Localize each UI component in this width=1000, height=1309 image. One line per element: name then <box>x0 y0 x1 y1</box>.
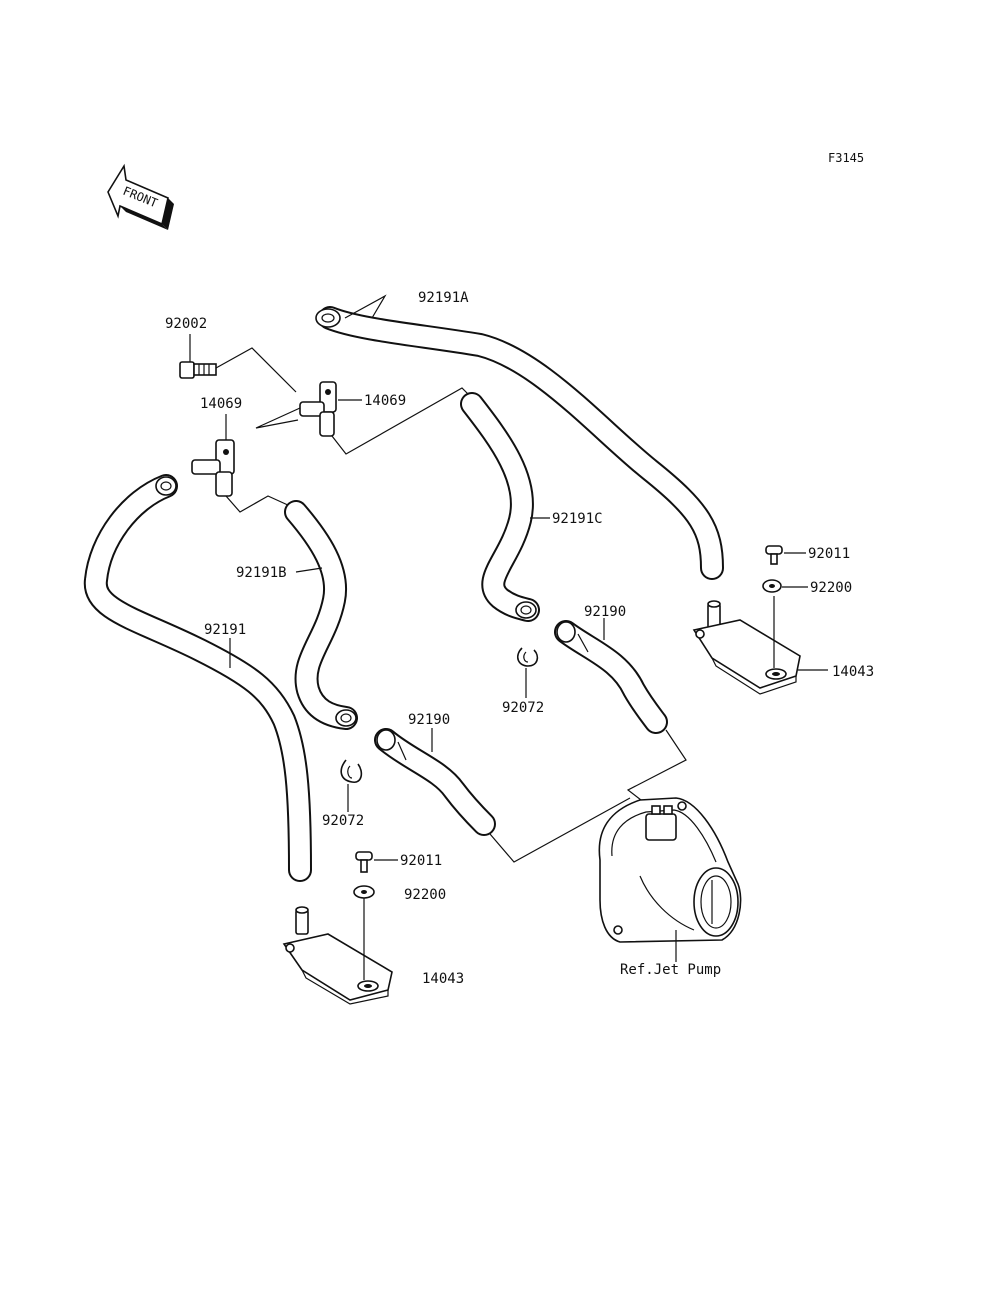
leader-92190-center-to-pump <box>489 797 631 863</box>
label-92191: 92191 <box>204 622 246 638</box>
hose-92191 <box>83 474 312 882</box>
label-14069-upper: 14069 <box>364 393 406 409</box>
clamp-92072-right-icon <box>516 647 539 667</box>
bracket-14043-left-icon <box>282 906 393 1005</box>
label-92200-left: 92200 <box>404 887 446 903</box>
label-92002: 92002 <box>165 316 207 332</box>
hose-92191B <box>284 500 358 730</box>
label-92191A: 92191A <box>418 290 469 306</box>
screw-92011-right-icon <box>765 545 783 565</box>
leader-92191A <box>344 294 387 319</box>
fitting-14069-left-icon <box>191 439 235 497</box>
front-arrow-icon: FRONT <box>107 163 174 230</box>
label-ref-jet-pump: Ref.Jet Pump <box>620 962 721 978</box>
label-92072-right: 92072 <box>502 700 544 716</box>
bolt-92002-icon <box>179 361 217 379</box>
hose-92191C <box>460 392 540 622</box>
label-92190-center: 92190 <box>408 712 450 728</box>
clamp-92072-left-icon <box>340 759 363 783</box>
bracket-14043-right-icon <box>692 600 801 695</box>
washer-92200-right-icon <box>762 579 782 593</box>
screw-92011-left-icon <box>355 851 373 873</box>
label-92011-right: 92011 <box>808 546 850 562</box>
leader-fitting-to-92191C <box>331 387 473 455</box>
label-14043-right: 14043 <box>832 664 874 680</box>
hose-92190-center <box>374 728 496 836</box>
label-92072-left: 92072 <box>322 813 364 829</box>
label-14069-left: 14069 <box>200 396 242 412</box>
label-92011-left: 92011 <box>400 853 442 869</box>
label-92191B: 92191B <box>236 565 287 581</box>
label-92191C: 92191C <box>552 511 603 527</box>
jet-pump-housing-icon <box>598 797 742 943</box>
figure-code: F3145 <box>828 151 864 165</box>
washer-92200-left-icon <box>353 885 375 899</box>
leader-92191B <box>295 567 323 573</box>
leader-92002-to-fitting <box>215 347 297 393</box>
hose-92191A <box>315 306 724 580</box>
leader-fitting-to-92191B <box>225 495 291 513</box>
hose-92190-right <box>554 620 668 734</box>
label-14043-left: 14043 <box>422 971 464 987</box>
label-92200-right: 92200 <box>810 580 852 596</box>
leader-fitting-direction <box>255 407 301 429</box>
fitting-14069-upper-icon <box>299 381 337 437</box>
label-92190-right: 92190 <box>584 604 626 620</box>
